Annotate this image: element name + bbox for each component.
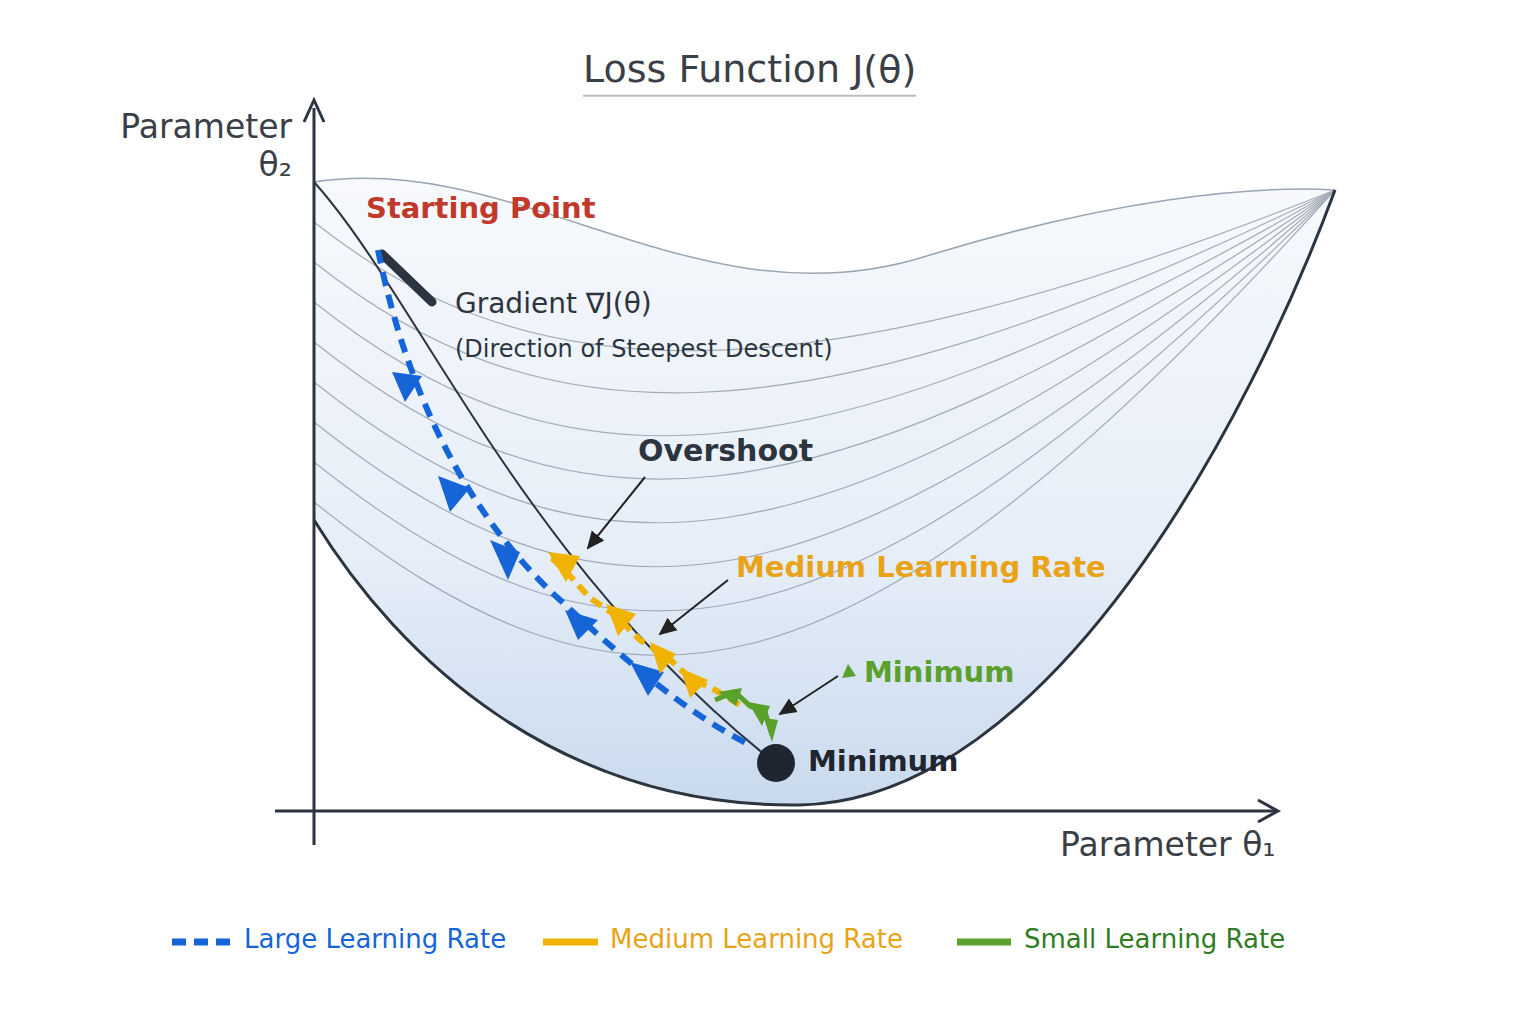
gradient-label: Gradient ∇J(θ) (455, 288, 652, 320)
note: (Direction of Steepest Descent) (455, 336, 833, 364)
callout-label: Minimum (864, 656, 1014, 689)
contour-line (314, 190, 1335, 351)
title: Loss Function J(θ) (583, 48, 916, 92)
contour-line (314, 190, 1335, 436)
callout-label: Overshoot (638, 434, 813, 469)
minimum-label: Minimum (808, 745, 958, 778)
contour-line (314, 190, 1335, 523)
callout-label: Medium Learning Rate (736, 551, 1106, 584)
contour-line (314, 190, 1335, 393)
axis-label: Parameter θ₂ (100, 108, 292, 184)
point-label: Starting Point (366, 192, 596, 225)
legend-text: Small Learning Rate (1024, 925, 1285, 955)
contour-line (314, 190, 1335, 655)
axis-label: Parameter θ₁ (1060, 826, 1276, 864)
contour-line (314, 190, 1335, 567)
contour-line (314, 190, 1335, 611)
legend-text: Medium Learning Rate (610, 925, 903, 955)
legend-text: Large Learning Rate (244, 925, 506, 955)
